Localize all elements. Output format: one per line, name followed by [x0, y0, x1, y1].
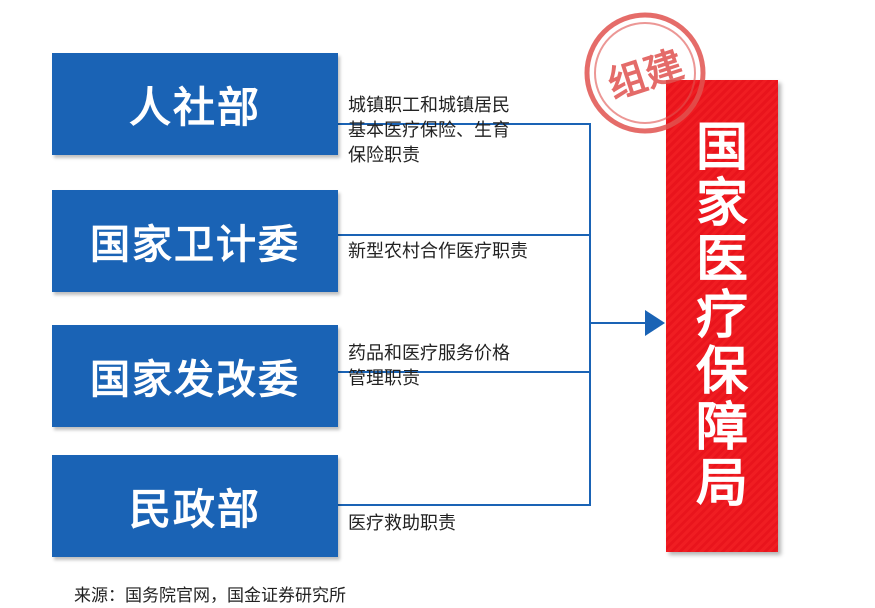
target-char: 局	[695, 454, 748, 514]
target-char: 疗	[695, 286, 748, 346]
duty-text-ndrc: 药品和医疗服务价格 管理职责	[348, 343, 510, 389]
source-box-hrss: 人社部	[52, 53, 338, 155]
source-box-label: 国家发改委	[90, 357, 300, 403]
arrow-head-icon	[645, 310, 665, 336]
target-char: 家	[695, 174, 748, 234]
target-box-nhsa: 国 家 医 疗 保 障 局	[666, 80, 778, 552]
source-caption: 来源：国务院官网，国金证券研究所	[74, 586, 346, 606]
duty-text-hrss: 城镇职工和城镇居民 基本医疗保险、生育 保险职责	[348, 95, 510, 166]
source-box-label: 民政部	[128, 484, 261, 534]
duty-text-nhfpc: 新型农村合作医疗职责	[348, 241, 528, 262]
source-box-ndrc: 国家发改委	[52, 325, 338, 427]
source-box-label: 人社部	[128, 82, 261, 132]
target-char: 保	[695, 342, 748, 402]
duty-text-mca: 医疗救助职责	[348, 513, 456, 534]
target-char: 医	[695, 230, 748, 290]
source-box-label: 国家卫计委	[90, 222, 300, 268]
source-box-nhfpc: 国家卫计委	[52, 190, 338, 292]
target-char: 障	[695, 398, 748, 458]
target-char: 国	[695, 118, 748, 178]
source-box-mca: 民政部	[52, 455, 338, 557]
